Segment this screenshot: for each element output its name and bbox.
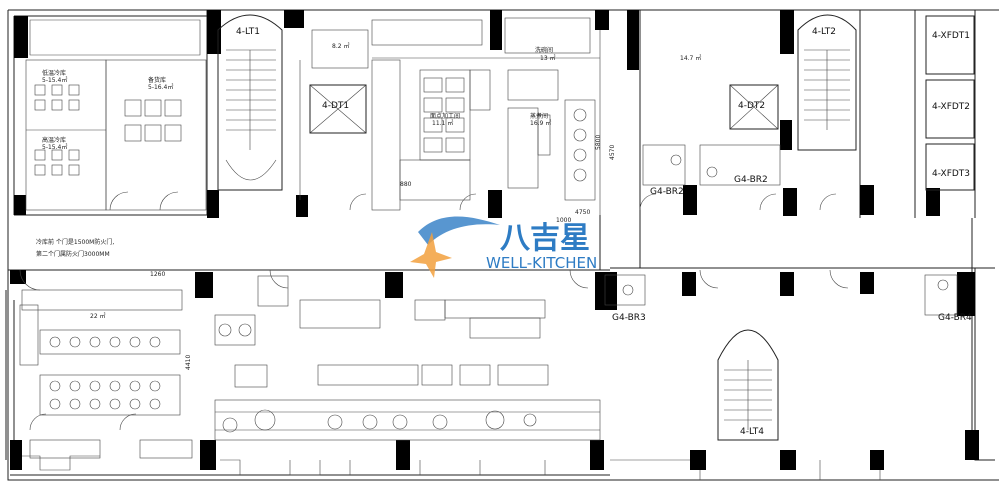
area-label-a5: 蒸煮间 bbox=[530, 112, 548, 120]
area-label-a5-sub: 16.9 ㎡ bbox=[530, 119, 551, 127]
facade-ribs bbox=[10, 455, 881, 480]
company-logo: 八吉星 WELL-KITCHEN bbox=[410, 216, 597, 278]
logo-star-icon bbox=[410, 232, 452, 278]
area-label-a6: 洗碗间 bbox=[535, 46, 553, 54]
fire-elevators bbox=[925, 15, 975, 191]
room-label-xfdt1: 4-XFDT1 bbox=[932, 31, 970, 41]
area-label-a9: 22 ㎡ bbox=[90, 312, 106, 320]
stair-lt1 bbox=[217, 14, 283, 191]
area-label-a1: 低温冷库 bbox=[42, 69, 66, 77]
dim-d4: 4750 bbox=[575, 209, 590, 216]
area-label-a8: 14.7 ㎡ bbox=[680, 54, 701, 62]
area-label-a2-sub: 5-15.4㎡ bbox=[42, 143, 67, 151]
area-label-a7: 8.2 ㎡ bbox=[332, 42, 349, 50]
room-label-br3: G4-BR3 bbox=[612, 313, 646, 323]
elevator-dt1 bbox=[309, 84, 367, 134]
room-label-br4: G4-BR4 bbox=[938, 313, 972, 323]
stair-lt4 bbox=[717, 329, 779, 441]
area-label-a6-sub: 13 ㎡ bbox=[540, 54, 556, 62]
logo-mark-icon bbox=[418, 216, 500, 245]
dim-d7: 4410 bbox=[185, 355, 192, 370]
room-label-lt1: 4-LT1 bbox=[236, 27, 260, 37]
logo-text-en: WELL-KITCHEN bbox=[486, 254, 597, 272]
area-label-a4-sub: 11.1 ㎡ bbox=[432, 119, 453, 127]
dim-d6: 1260 bbox=[150, 271, 165, 278]
central-prep-area bbox=[299, 17, 601, 215]
room-label-dt1: 4-DT1 bbox=[322, 101, 349, 111]
cold-storage bbox=[25, 19, 207, 211]
room-label-xfdt2: 4-XFDT2 bbox=[932, 102, 970, 112]
room-label-dt2: 4-DT2 bbox=[738, 101, 765, 111]
room-label-br2b: G4-BR2 bbox=[734, 175, 768, 185]
area-label-a4: 面点加工间 bbox=[430, 112, 460, 120]
elevator-dt2 bbox=[729, 84, 779, 130]
area-label-a2: 高温冷库 bbox=[42, 136, 66, 144]
restroom-partitions bbox=[604, 144, 958, 316]
dim-d3: 880 bbox=[400, 181, 412, 188]
stair-lt2 bbox=[797, 14, 857, 151]
note-line-1: 冷库前 个门是1500M防火门, bbox=[36, 238, 114, 246]
dim-d5: 1000 bbox=[556, 217, 571, 224]
area-label-a1-sub: 5-15.4㎡ bbox=[42, 76, 67, 84]
room-label-xfdt3: 4-XFDT3 bbox=[932, 169, 970, 179]
room-label-lt4: 4-LT4 bbox=[740, 427, 764, 437]
door-swings bbox=[19, 191, 849, 431]
note-line-2: 第二个门属防火门3000MM bbox=[36, 250, 110, 258]
main-kitchen bbox=[19, 275, 601, 459]
area-label-a3-sub: 5-16.4㎡ bbox=[148, 83, 173, 91]
room-label-br2a: G4-BR2 bbox=[650, 187, 684, 197]
dim-d2: 4570 bbox=[609, 145, 616, 160]
area-label-a3: 备货库 bbox=[148, 76, 166, 84]
room-label-lt2: 4-LT2 bbox=[812, 27, 836, 37]
logo-text-cn: 八吉星 bbox=[500, 221, 590, 256]
dim-d1: 5800 bbox=[595, 135, 602, 150]
